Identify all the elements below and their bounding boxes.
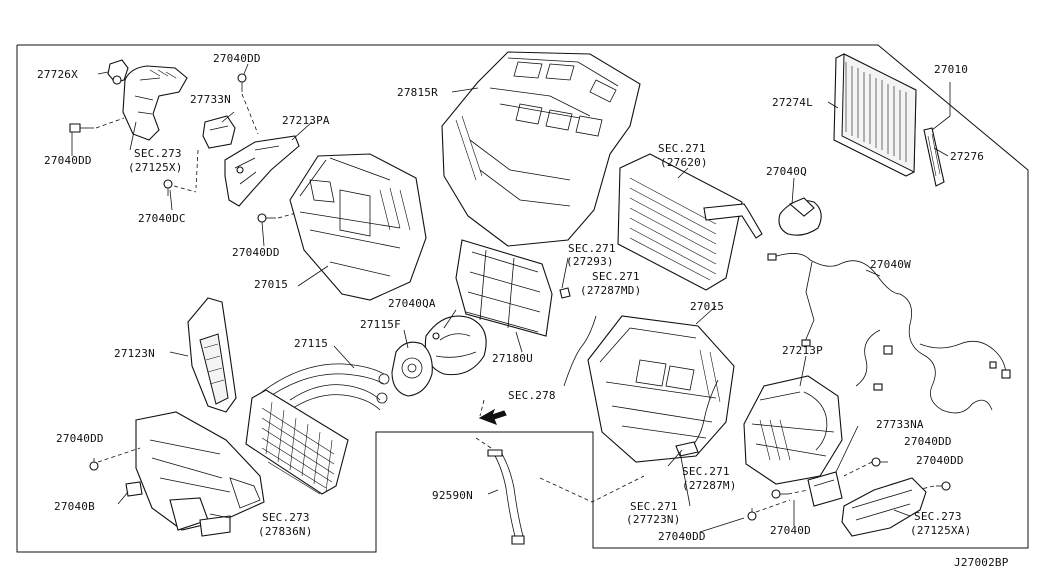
- part-lower-duct-left: [135, 411, 265, 537]
- label-sec273-b1: SEC.273: [262, 511, 310, 524]
- part-heater-core: [245, 389, 349, 495]
- part-27726x: [107, 59, 129, 85]
- part-27733n-actuator: [202, 115, 236, 149]
- label-27040dd-f: 27040DD: [916, 454, 964, 467]
- part-27723n: [675, 441, 699, 457]
- label-sec271-d2: (27287M): [682, 479, 737, 492]
- screw-27040dd-right-a: [871, 457, 888, 467]
- label-sec273-c1: SEC.273: [914, 510, 962, 523]
- label-27040dd-g: 27040DD: [658, 530, 706, 543]
- label-27733na: 27733NA: [876, 418, 924, 431]
- label-27040q: 27040Q: [766, 165, 807, 178]
- label-27213pa: 27213PA: [282, 114, 330, 127]
- pipe-27287md: [563, 315, 597, 387]
- part-27040b-clip: [125, 481, 143, 497]
- part-27123n-duct: [187, 297, 237, 413]
- part-27115f: [391, 341, 433, 397]
- part-27015-case-right: [587, 315, 735, 463]
- label-sec273-a1: SEC.273: [134, 147, 182, 160]
- label-92590n: 92590N: [432, 489, 473, 502]
- part-duct-lower-right: [841, 477, 927, 537]
- label-27733n: 27733N: [190, 93, 231, 106]
- part-evaporator-27620: [617, 153, 763, 291]
- label-27213p: 27213P: [782, 344, 823, 357]
- label-sec271-b1: SEC.271: [568, 242, 616, 255]
- screw-27040dc: [163, 179, 173, 196]
- label-27123n: 27123N: [114, 347, 155, 360]
- diagram-frame: [16, 44, 1029, 553]
- screw-27040dd-top: [237, 73, 247, 92]
- label-27040dd-e: 27040DD: [904, 435, 952, 448]
- label-27180u: 27180U: [492, 352, 533, 365]
- label-27115: 27115: [294, 337, 328, 350]
- label-sec278: SEC.278: [508, 389, 556, 402]
- label-sec273-b2: (27836N): [258, 525, 313, 538]
- label-sec273-a2: (27125X): [128, 161, 183, 174]
- screw-27040dd-bottom: [747, 508, 757, 521]
- part-27040qa: [424, 315, 487, 376]
- label-sec271-e2: (27723N): [626, 513, 681, 526]
- part-27115-tubes: [261, 363, 390, 411]
- label-27010: 27010: [934, 63, 968, 76]
- label-27040dd-c: 27040DD: [232, 246, 280, 259]
- label-27040qa: 27040QA: [388, 297, 436, 310]
- label-27726x: 27726X: [37, 68, 78, 81]
- arrow-sec278: [478, 408, 507, 425]
- label-27040dc: 27040DC: [138, 212, 186, 225]
- label-27040w: 27040W: [870, 258, 911, 271]
- label-27040dd-a: 27040DD: [213, 52, 261, 65]
- part-27040q-sensor: [778, 197, 822, 236]
- label-27015-a: 27015: [254, 278, 288, 291]
- label-sec271-a1: SEC.271: [658, 142, 706, 155]
- label-27815r: 27815R: [397, 86, 438, 99]
- label-27040b: 27040B: [54, 500, 95, 513]
- label-sec271-c1: SEC.271: [592, 270, 640, 283]
- label-27276: 27276: [950, 150, 984, 163]
- clip-27293: [559, 287, 571, 299]
- screw-27040dd-left: [69, 123, 94, 133]
- label-sec271-a2: (27620): [660, 156, 708, 169]
- label-27274l: 27274L: [772, 96, 813, 109]
- screw-27040dd-right-b: [936, 481, 951, 491]
- part-27015-case-left: [289, 153, 427, 301]
- label-27015-b: 27015: [690, 300, 724, 313]
- label-sec273-c2: (27125XA): [910, 524, 971, 537]
- part-27213pa-bracket: [224, 135, 300, 207]
- screw-27040dd-mid: [257, 213, 276, 223]
- label-sec271-e1: SEC.271: [630, 500, 678, 513]
- screw-27040dd-lower-left: [89, 458, 99, 471]
- part-27276-strip: [923, 127, 945, 187]
- diagram-code: J27002BP: [954, 556, 1009, 569]
- label-27115f: 27115F: [360, 318, 401, 331]
- part-duct-upper-left: [122, 65, 188, 141]
- label-sec271-b2: (27293): [566, 255, 614, 268]
- screw-27040d: [771, 489, 788, 499]
- part-27040w-harness: [767, 253, 1011, 414]
- label-27040d: 27040D: [770, 524, 811, 537]
- label-27040dd-d: 27040DD: [56, 432, 104, 445]
- part-27213p-blower: [743, 375, 843, 485]
- label-27040dd-b: 27040DD: [44, 154, 92, 167]
- part-27733na-actuator: [807, 471, 843, 507]
- part-27274l-filter: [833, 53, 917, 177]
- part-27815r-housing: [441, 51, 641, 247]
- label-sec271-d1: SEC.271: [682, 465, 730, 478]
- part-92590n-hose: [487, 449, 525, 545]
- part-27180u-grille: [455, 239, 553, 337]
- label-sec271-c2: (27287MD): [580, 284, 641, 297]
